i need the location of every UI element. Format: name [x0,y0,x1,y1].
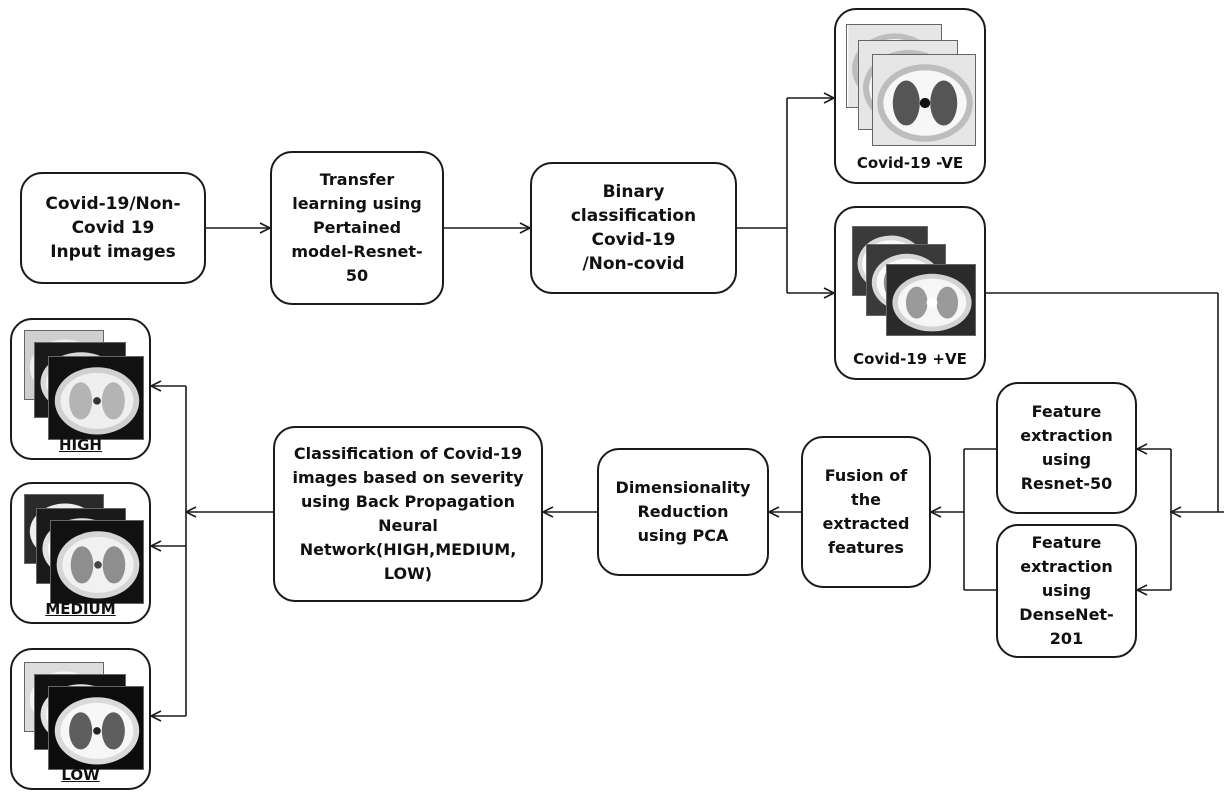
transfer-learning-box: Transfer learning using Pertained model-… [270,151,444,305]
covid-negative-label: Covid-19 -VE [856,154,964,172]
severity-low-label: LOW [61,766,100,784]
feature-extraction-densenet-box: Feature extraction using DenseNet- 201 [996,524,1137,658]
ct-scan-image [872,54,976,146]
bpnn-classification-box: Classification of Covid-19 images based … [273,426,543,602]
covid-negative-box: Covid-19 -VE [834,8,986,184]
binary-classification-box: Binary classification Covid-19 /Non-covi… [530,162,737,294]
severity-medium-label: MEDIUM [45,600,116,618]
severity-low-box: LOW [10,648,151,790]
covid-positive-label: Covid-19 +VE [853,350,967,368]
feature-extraction-resnet-box: Feature extraction using Resnet-50 [996,382,1137,514]
severity-high-box: HIGH [10,318,151,460]
pca-box: Dimensionality Reduction using PCA [597,448,769,576]
ct-scan-image [48,356,144,440]
severity-medium-box: MEDIUM [10,482,151,624]
ct-scan-image [886,264,976,336]
input-images-box: Covid-19/Non- Covid 19 Input images [20,172,206,284]
fusion-box: Fusion of the extracted features [801,436,931,588]
ct-scan-image [48,686,144,770]
covid-positive-box: Covid-19 +VE [834,206,986,380]
severity-high-label: HIGH [58,436,102,454]
ct-scan-image [50,520,144,604]
